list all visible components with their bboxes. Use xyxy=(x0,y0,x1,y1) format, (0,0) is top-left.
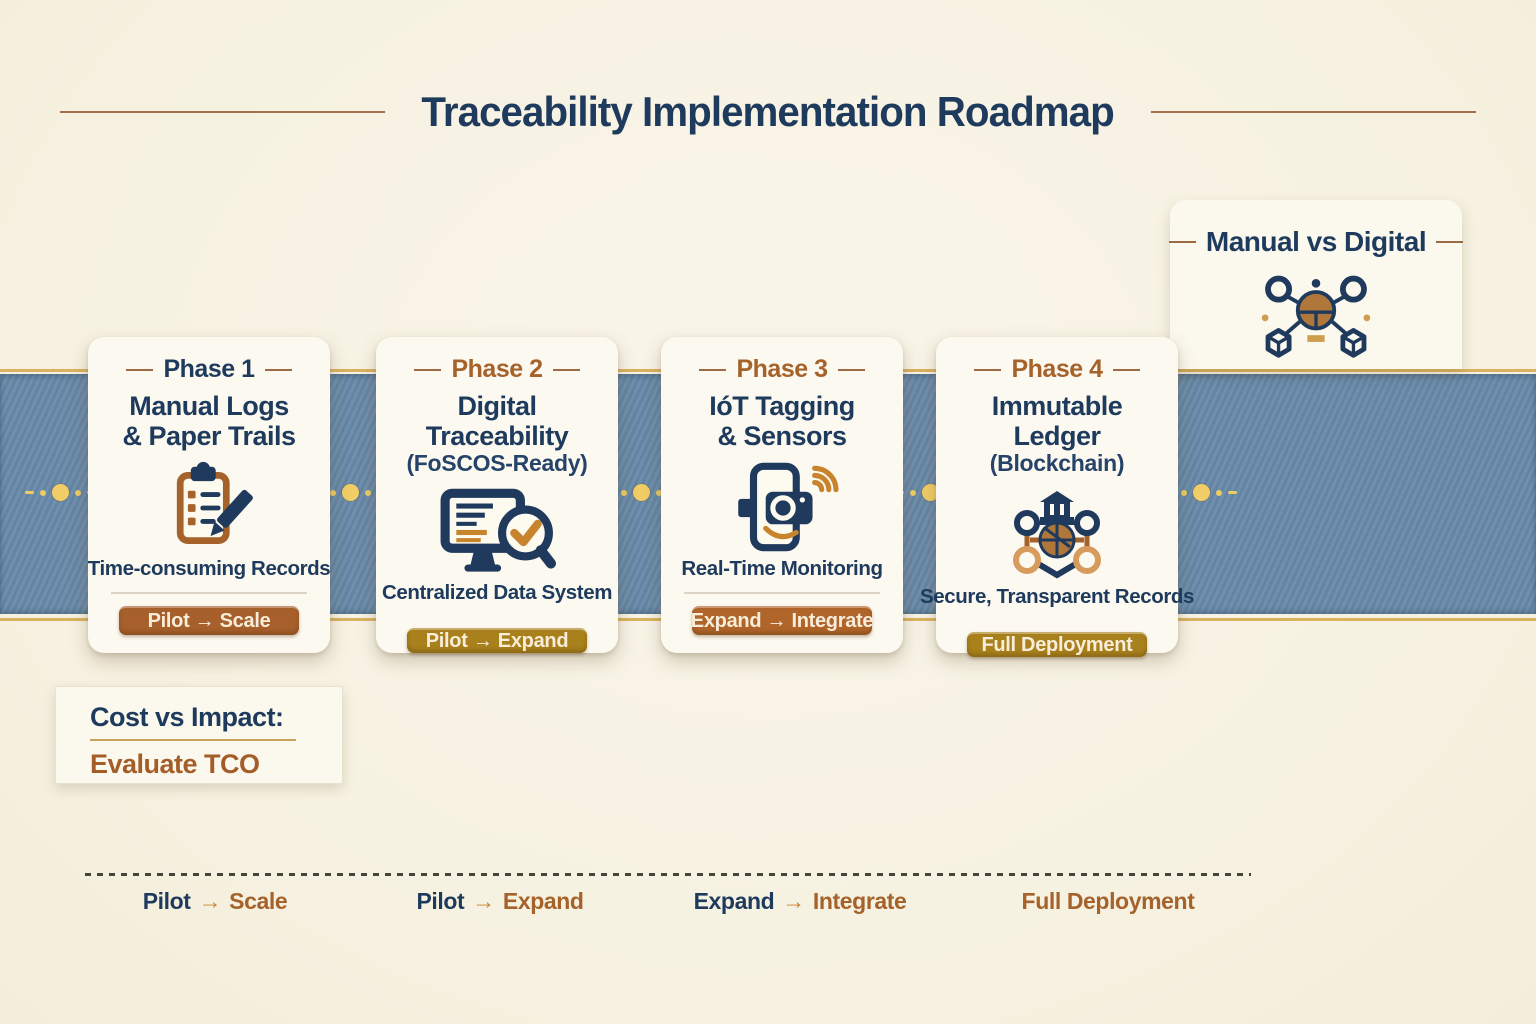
dash-decoration xyxy=(552,368,580,371)
title-divider-left xyxy=(60,111,386,113)
phase-2-label: Phase 2 xyxy=(451,355,543,383)
evaluate-tco-value: Evaluate TCO xyxy=(90,749,260,779)
expand-integrate-button[interactable]: Expand → Integrate xyxy=(691,605,874,635)
timeline-label-full-deployment: Full Deployment xyxy=(1021,888,1195,914)
cost-impact-underline xyxy=(90,739,296,741)
phase-4-description: Secure, Transparent Records xyxy=(919,585,1195,609)
arrow-icon: → xyxy=(472,888,495,914)
phase-2-title: Digital Traceability (FoSCOS-Ready) xyxy=(406,391,588,477)
cost-impact-box: Cost vs Impact: Evaluate TCO xyxy=(55,686,343,784)
network-globe-icon xyxy=(1253,266,1379,366)
page-title: Traceability Implementation Roadmap xyxy=(421,88,1115,135)
full-deployment-button[interactable]: Full Deployment xyxy=(967,632,1147,658)
phase-2-card: Phase 2 Digital Traceability (FoSCOS-Rea… xyxy=(376,337,618,654)
phase-2-description: Centralized Data System xyxy=(381,581,613,605)
timeline-dashed-line xyxy=(85,873,1251,876)
phase-4-card: Phase 4 Immutable Ledger (Blockchain) xyxy=(920,337,1194,658)
dash-decoration xyxy=(126,368,154,371)
dash-decoration xyxy=(1436,241,1464,243)
pilot-scale-button[interactable]: Pilot → Scale xyxy=(119,605,299,635)
cost-impact-heading: Cost vs Impact: xyxy=(90,702,284,732)
phase-3-description: Real-Time Monitoring xyxy=(681,556,883,580)
title-row: Traceability Implementation Roadmap xyxy=(60,88,1476,136)
title-divider-right xyxy=(1150,111,1476,113)
phase-3-label: Phase 3 xyxy=(736,355,828,383)
card-divider xyxy=(111,591,307,594)
monitor-magnifier-icon xyxy=(438,485,556,581)
compare-title-row: Manual vs Digital xyxy=(1168,226,1464,258)
blockchain-ledger-icon xyxy=(1002,485,1112,585)
phase-3-title: IóT Tagging & Sensors xyxy=(709,391,855,452)
timeline-label-expand-integrate: Expand → Integrate xyxy=(693,888,907,914)
phase-4-label: Phase 4 xyxy=(1011,355,1103,383)
timeline-dot-group xyxy=(25,484,96,501)
dash-decoration xyxy=(699,368,727,371)
phase-1-description: Time-consuming Records xyxy=(87,556,331,580)
dash-decoration xyxy=(1112,368,1140,371)
timeline-label-pilot-expand: Pilot → Expand xyxy=(416,888,584,914)
iot-sensor-wifi-icon xyxy=(725,459,839,556)
dash-decoration xyxy=(414,368,442,371)
dash-decoration xyxy=(1168,241,1196,243)
phase-1-title: Manual Logs & Paper Trails xyxy=(122,391,296,452)
phase-1-label: Phase 1 xyxy=(163,355,255,383)
manual-vs-digital-card: Manual vs Digital xyxy=(1168,200,1464,369)
dash-decoration xyxy=(837,368,865,371)
compare-title: Manual vs Digital xyxy=(1205,226,1427,257)
dash-decoration xyxy=(974,368,1002,371)
timeline-label-pilot-scale: Pilot → Scale xyxy=(142,888,288,914)
phase-4-title: Immutable Ledger (Blockchain) xyxy=(989,391,1125,477)
arrow-icon: → xyxy=(198,888,222,914)
phase-3-card: Phase 3 IóT Tagging & Sensors Real-Time … xyxy=(661,337,903,653)
clipboard-pencil-icon xyxy=(159,459,259,556)
pilot-expand-button[interactable]: Pilot → Expand xyxy=(407,628,587,654)
dash-decoration xyxy=(264,368,292,371)
arrow-icon: → xyxy=(782,888,805,914)
card-divider xyxy=(684,591,880,594)
phase-1-card: Phase 1 Manual Logs & Paper Trails xyxy=(87,337,331,653)
